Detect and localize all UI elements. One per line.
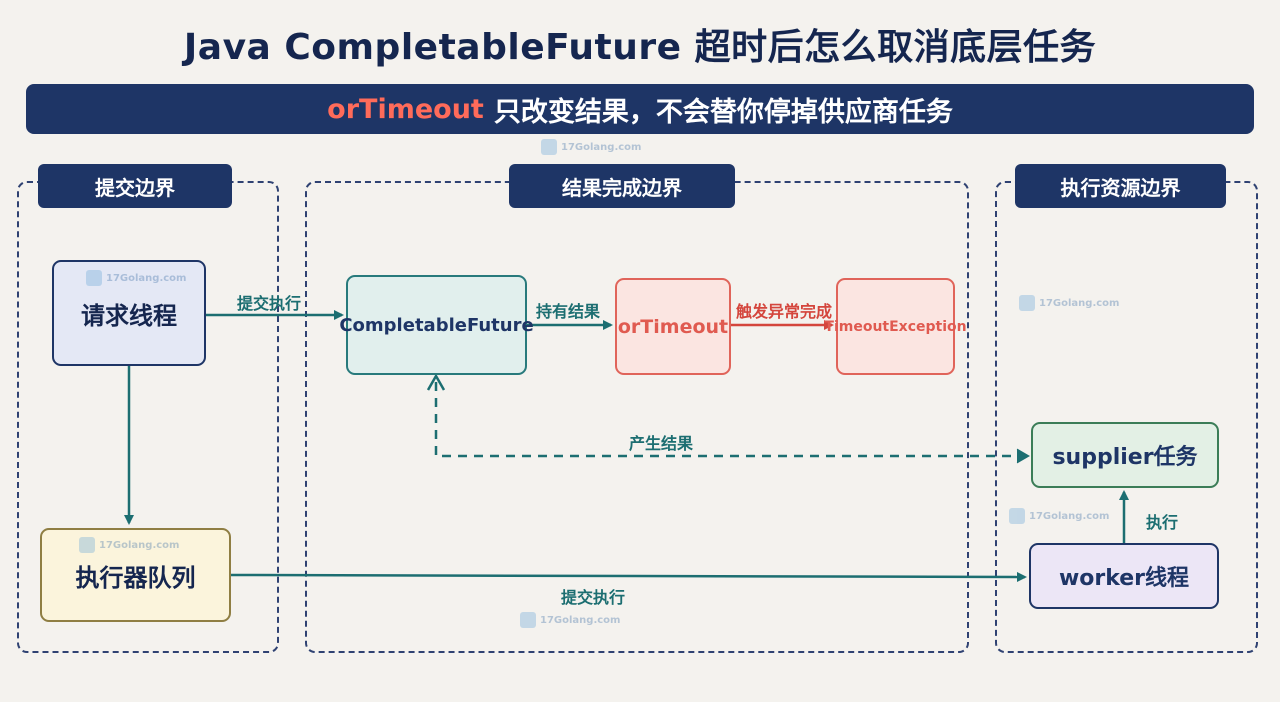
watermark-logo-icon [1019, 295, 1035, 311]
banner-text: 只改变结果，不会替你停掉供应商任务 [493, 96, 953, 128]
region-label-result: 结果完成边界 [509, 164, 735, 208]
node-completable-future: CompletableFuture [339, 275, 534, 375]
edge-label-submit-exec-top: 提交执行 [237, 294, 302, 313]
diagram-title: Java CompletableFuture 超时后怎么取消底层任务 [183, 27, 1097, 68]
edge-queue-to-worker [230, 571, 1027, 582]
node-worker-thread: worker线程 [1029, 543, 1219, 609]
node-or-timeout: orTimeout [615, 278, 731, 375]
watermark: 17Golang.com [520, 612, 620, 628]
watermark: 17Golang.com [1009, 508, 1109, 524]
node-request-thread: 请求线程 [52, 260, 206, 366]
edge-label-hold-result: 持有结果 [536, 302, 601, 321]
edge-label-execute: 执行 [1146, 513, 1179, 532]
node-executor-queue: 执行器队列 [40, 528, 231, 622]
watermark-logo-icon [520, 612, 536, 628]
watermark: 17Golang.com [79, 537, 179, 553]
watermark-logo-icon [79, 537, 95, 553]
watermark: 17Golang.com [541, 139, 641, 155]
watermark-logo-icon [86, 270, 102, 286]
edge-label-submit-exec-bottom: 提交执行 [561, 588, 626, 607]
banner: orTimeout 只改变结果，不会替你停掉供应商任务 [26, 84, 1254, 134]
edge-supplier-start-arrowhead [1016, 448, 1030, 464]
region-label-submit: 提交边界 [38, 164, 232, 208]
node-supplier-task: supplier任务 [1031, 422, 1219, 488]
edge-label-trigger-exception: 触发异常完成 [736, 302, 833, 321]
edge-supplier-to-cf [434, 380, 1027, 458]
watermark: 17Golang.com [1019, 295, 1119, 311]
banner-accent: orTimeout [327, 93, 484, 125]
edge-label-produce-result: 产生结果 [629, 434, 694, 453]
edge-supplier-to-cf-arrowhead [426, 373, 446, 391]
node-timeout-exception: TimeoutException [824, 278, 967, 375]
region-label-exec: 执行资源边界 [1015, 164, 1226, 208]
watermark-logo-icon [541, 139, 557, 155]
watermark: 17Golang.com [86, 270, 186, 286]
watermark-logo-icon [1009, 508, 1025, 524]
